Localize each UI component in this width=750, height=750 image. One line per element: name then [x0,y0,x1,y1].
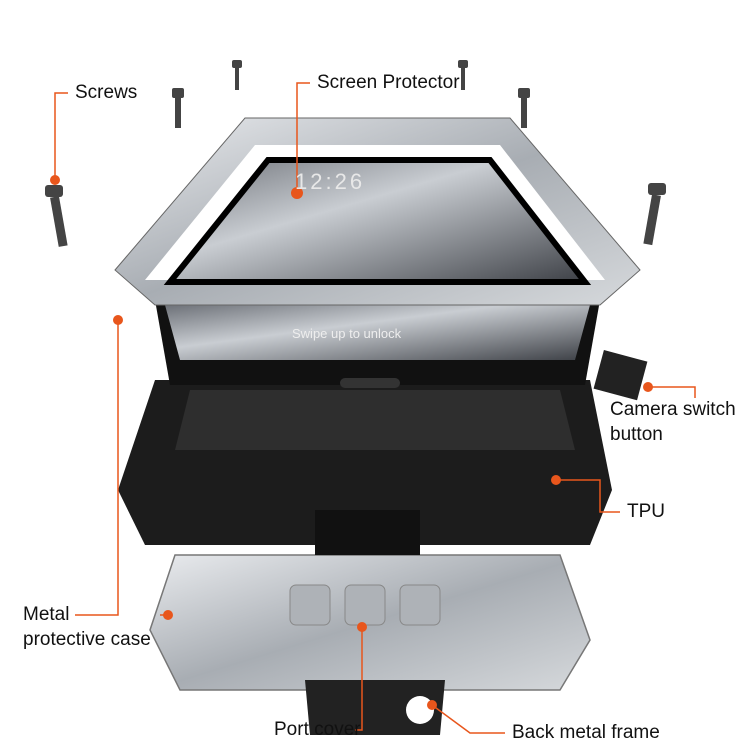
camera-switch-button [593,349,648,401]
label-screws: Screws [75,82,138,103]
label-tpu: TPU [627,501,665,522]
tpu-layer [118,380,612,555]
phone [155,300,600,388]
screws [45,60,666,247]
metal-protective-frame [114,117,641,306]
label-metal-case-2: protective case [23,629,151,650]
back-metal-frame [149,554,591,735]
label-camera-switch-1: Camera switch [610,399,736,420]
label-camera-switch-2: button [610,424,663,445]
leader-lines [54,82,696,734]
lockscreen-time: 12:26 [295,169,366,194]
label-metal-case-1: Metal [23,604,70,625]
port-cover-plate [305,680,445,735]
unlock-text: Swipe up to unlock [292,326,402,341]
label-screen-protector: Screen Protector [317,72,460,93]
label-back-metal-frame: Back metal frame [512,722,660,743]
label-port-cover: Port cover [274,719,361,740]
callout-dots [50,175,653,710]
